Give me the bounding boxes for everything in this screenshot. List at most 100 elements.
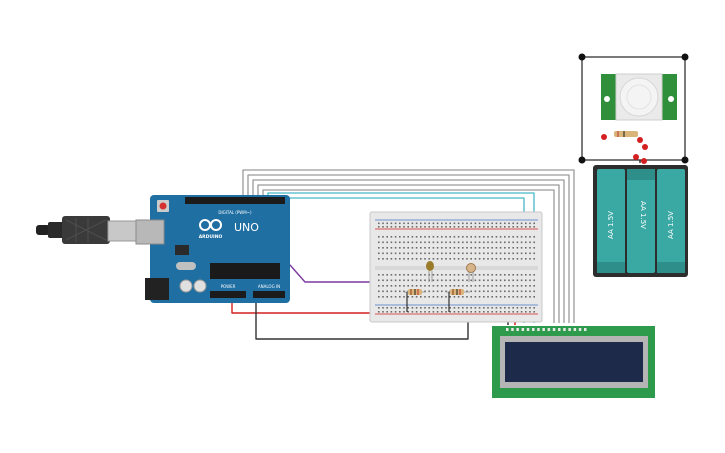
breadboard-hole[interactable] (499, 274, 502, 276)
breadboard-hole[interactable] (533, 279, 535, 282)
breadboard-hole[interactable] (474, 236, 477, 238)
breadboard-hole[interactable] (445, 290, 447, 293)
battery-pack[interactable]: AA 1.5V AA 1.5V AA 1.5V (593, 165, 688, 277)
breadboard-hole[interactable] (403, 307, 405, 309)
breadboard-hole[interactable] (457, 241, 460, 244)
breadboard-hole[interactable] (394, 241, 397, 244)
breadboard-hole[interactable] (382, 290, 384, 293)
breadboard-hole[interactable] (432, 279, 435, 282)
breadboard-hole[interactable] (470, 279, 472, 282)
breadboard-hole[interactable] (512, 307, 514, 309)
breadboard-hole[interactable] (449, 296, 451, 298)
breadboard-hole[interactable] (525, 236, 527, 238)
breadboard-hole[interactable] (411, 226, 414, 228)
breadboard-hole[interactable] (483, 285, 485, 287)
breadboard-hole[interactable] (508, 258, 510, 260)
breadboard-hole[interactable] (378, 311, 380, 313)
breadboard-hole[interactable] (420, 252, 422, 255)
breadboard-hole[interactable] (407, 241, 409, 244)
breadboard-hole[interactable] (504, 311, 506, 313)
breadboard-hole[interactable] (491, 290, 493, 293)
breadboard-hole[interactable] (529, 279, 531, 282)
breadboard-hole[interactable] (499, 247, 502, 249)
breadboard-hole[interactable] (415, 274, 418, 276)
breadboard-hole[interactable] (520, 285, 523, 287)
breadboard-hole[interactable] (462, 226, 464, 228)
breadboard-hole[interactable] (457, 285, 460, 287)
breadboard-hole[interactable] (386, 247, 388, 249)
breadboard-hole[interactable] (436, 252, 439, 255)
breadboard-hole[interactable] (378, 290, 380, 293)
breadboard-hole[interactable] (525, 307, 527, 309)
breadboard-hole[interactable] (420, 307, 422, 309)
breadboard-hole[interactable] (495, 285, 498, 287)
resistor-2[interactable] (446, 289, 470, 312)
breadboard-hole[interactable] (512, 279, 514, 282)
breadboard-hole[interactable] (382, 226, 384, 228)
breadboard-hole[interactable] (449, 252, 451, 255)
breadboard-hole[interactable] (512, 274, 514, 276)
breadboard-hole[interactable] (533, 296, 535, 298)
breadboard-hole[interactable] (478, 241, 481, 244)
breadboard-hole[interactable] (478, 307, 481, 309)
breadboard-hole[interactable] (390, 279, 393, 282)
breadboard-hole[interactable] (525, 290, 527, 293)
breadboard-hole[interactable] (449, 279, 451, 282)
breadboard-hole[interactable] (491, 252, 493, 255)
breadboard-hole[interactable] (428, 226, 430, 228)
breadboard-hole[interactable] (449, 258, 451, 260)
breadboard-hole[interactable] (386, 279, 388, 282)
breadboard-hole[interactable] (508, 241, 510, 244)
breadboard-hole[interactable] (474, 258, 477, 260)
breadboard-hole[interactable] (378, 241, 380, 244)
breadboard-hole[interactable] (504, 296, 506, 298)
breadboard-hole[interactable] (428, 285, 430, 287)
breadboard-hole[interactable] (382, 285, 384, 287)
breadboard-hole[interactable] (378, 274, 380, 276)
pir-handle-bl[interactable] (578, 156, 586, 164)
breadboard-hole[interactable] (495, 241, 498, 244)
breadboard-hole[interactable] (495, 296, 498, 298)
breadboard-hole[interactable] (457, 236, 460, 238)
breadboard-hole[interactable] (533, 285, 535, 287)
breadboard-hole[interactable] (470, 311, 472, 313)
breadboard-hole[interactable] (399, 285, 401, 287)
breadboard-hole[interactable] (441, 274, 443, 276)
breadboard-hole[interactable] (529, 258, 531, 260)
breadboard-hole[interactable] (445, 307, 447, 309)
breadboard-hole[interactable] (424, 222, 426, 225)
breadboard-hole[interactable] (491, 258, 493, 260)
breadboard-hole[interactable] (445, 241, 447, 244)
breadboard-hole[interactable] (445, 247, 447, 249)
lcd-pin[interactable] (563, 328, 566, 331)
breadboard-hole[interactable] (516, 285, 519, 287)
breadboard-hole[interactable] (445, 311, 447, 313)
breadboard-hole[interactable] (390, 296, 393, 298)
breadboard-hole[interactable] (491, 222, 493, 225)
breadboard-hole[interactable] (394, 252, 397, 255)
breadboard-hole[interactable] (382, 252, 384, 255)
breadboard-hole[interactable] (449, 274, 451, 276)
breadboard-hole[interactable] (386, 296, 388, 298)
breadboard-hole[interactable] (474, 247, 477, 249)
breadboard-hole[interactable] (378, 252, 380, 255)
breadboard-hole[interactable] (436, 296, 439, 298)
breadboard-hole[interactable] (504, 236, 506, 238)
breadboard-hole[interactable] (474, 279, 477, 282)
breadboard-hole[interactable] (499, 311, 502, 313)
breadboard-hole[interactable] (499, 236, 502, 238)
breadboard-hole[interactable] (525, 296, 527, 298)
breadboard-hole[interactable] (428, 252, 430, 255)
breadboard-hole[interactable] (466, 247, 468, 249)
breadboard-hole[interactable] (386, 241, 388, 244)
breadboard-hole[interactable] (508, 279, 510, 282)
breadboard-hole[interactable] (428, 241, 430, 244)
breadboard-hole[interactable] (394, 236, 397, 238)
breadboard-hole[interactable] (390, 252, 393, 255)
breadboard-hole[interactable] (508, 307, 510, 309)
breadboard-hole[interactable] (516, 252, 519, 255)
breadboard-hole[interactable] (520, 307, 523, 309)
breadboard-hole[interactable] (525, 252, 527, 255)
breadboard-hole[interactable] (424, 285, 426, 287)
breadboard-hole[interactable] (487, 274, 489, 276)
